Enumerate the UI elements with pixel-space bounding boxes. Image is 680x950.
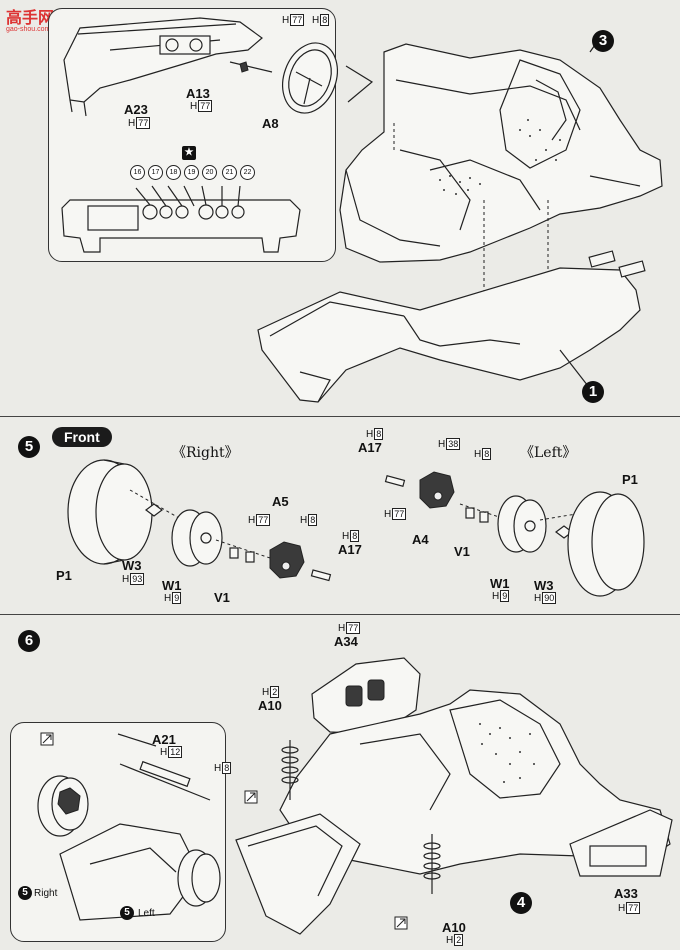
sub-step-5-right-marker: 5	[18, 886, 32, 900]
gauge-number: 19	[184, 165, 199, 180]
section-divider	[0, 614, 680, 615]
sub-step-5-left-marker: 5	[120, 906, 134, 920]
part-label-a10-bottom: A10	[442, 920, 466, 935]
part-label-p1-right: P1	[56, 568, 72, 583]
part-label-v1-right: V1	[214, 590, 230, 605]
left-side-label: 《Left》	[520, 445, 577, 461]
part-label-w1-right: W1	[162, 578, 182, 593]
part-label-w1-left: W1	[490, 576, 510, 591]
sub-step-left-label: Left	[138, 908, 155, 919]
step-3-marker: 3	[592, 30, 614, 52]
right-side-label: 《Right》	[172, 445, 239, 461]
part-label-a10-top: A10	[258, 698, 282, 713]
gauge-number: 22	[240, 165, 255, 180]
part-label-a23: A23	[124, 102, 148, 117]
part-label-w3-left: W3	[534, 578, 554, 593]
part-label-a17-right: A17	[338, 542, 362, 557]
part-label-a13: A13	[186, 86, 210, 101]
step6-assembly-drawing	[37, 657, 673, 935]
step-5-marker: 5	[18, 436, 40, 458]
step5-wheel-drawing	[67, 459, 645, 597]
part-label-a34: A34	[334, 634, 358, 649]
gauge-number: 16	[130, 165, 145, 180]
inset-dashboard-drawing	[61, 17, 663, 403]
gauge-number: 21	[222, 165, 237, 180]
sub-step-right-label: Right	[34, 888, 58, 899]
glue-icon	[394, 916, 408, 930]
part-label-p1-left: P1	[622, 472, 638, 487]
front-tag: Front	[52, 427, 112, 447]
part-label-w3-right: W3	[122, 558, 142, 573]
gauge-number: 17	[148, 165, 163, 180]
step-4-marker: 4	[510, 892, 532, 914]
step-1-marker: 1	[582, 381, 604, 403]
gauge-number: 20	[202, 165, 217, 180]
part-label-a5: A5	[272, 494, 289, 509]
gauge-number: 18	[166, 165, 181, 180]
part-label-v1-left: V1	[454, 544, 470, 559]
part-label-a21: A21	[152, 732, 176, 747]
glue-icon	[244, 790, 258, 804]
step-6-marker: 6	[18, 630, 40, 652]
part-label-a4: A4	[412, 532, 429, 547]
part-label-a8: A8	[262, 116, 279, 131]
part-label-a33: A33	[614, 886, 638, 901]
gauge-star-marker: ★	[182, 146, 196, 160]
part-label-a17-left: A17	[358, 440, 382, 455]
section-divider	[0, 416, 680, 417]
glue-icon	[40, 732, 54, 746]
